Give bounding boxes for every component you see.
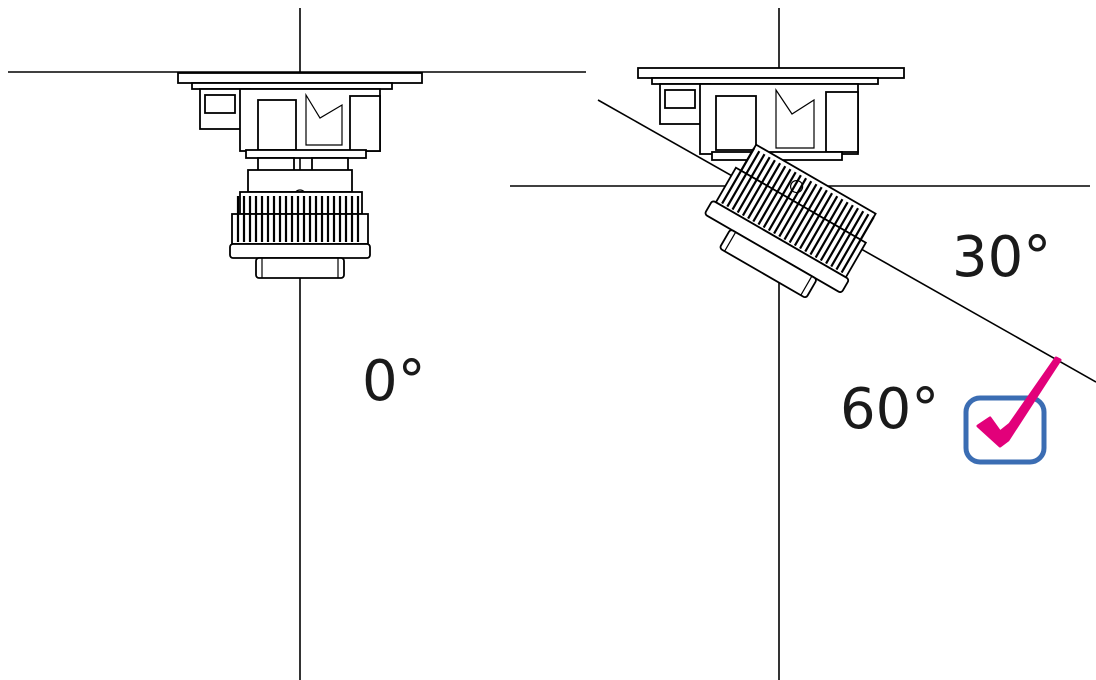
angle-label-60: 60° [840, 377, 939, 442]
angle-label-30: 30° [952, 225, 1051, 290]
camera-0deg-drawing [177, 72, 423, 279]
angle-label-0: 0° [362, 349, 426, 414]
right-view: 30° 60° [510, 8, 1096, 680]
left-view: 0° [8, 8, 586, 680]
checkbox-checked-icon [963, 356, 1062, 465]
camera-tilted-drawing [637, 67, 905, 299]
